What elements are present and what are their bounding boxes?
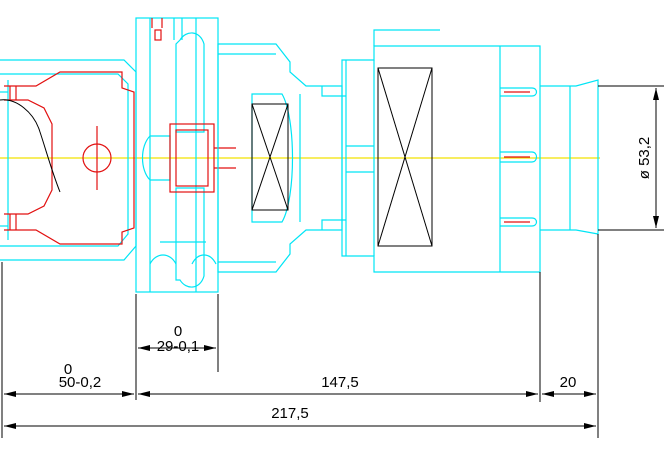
dim-diameter: ø 53,2 bbox=[636, 137, 653, 180]
nose-outline bbox=[540, 79, 599, 235]
dimension-arrows bbox=[4, 88, 659, 429]
dim-mid-length: 147,5 bbox=[321, 374, 359, 391]
clamping-section-detail bbox=[4, 71, 135, 245]
dim-total-length: 217,5 bbox=[271, 405, 309, 422]
flange-outline bbox=[135, 17, 219, 293]
dim-shank-tol: 0 bbox=[64, 361, 72, 378]
adapter-body-outline bbox=[217, 43, 346, 273]
dim-flange-tol: 0 bbox=[174, 323, 182, 340]
break-line bbox=[0, 99, 61, 193]
dim-shank-length: 50-0,2 bbox=[59, 374, 102, 391]
dimension-lines bbox=[1, 85, 664, 438]
slot-marks bbox=[504, 91, 530, 223]
bearing-cross-left bbox=[251, 103, 289, 211]
dim-flange-width: 29-0,1 bbox=[157, 338, 200, 355]
bearing-cross-right bbox=[377, 67, 433, 247]
clamping-nut-outline bbox=[341, 29, 541, 273]
dim-nose-length: 20 bbox=[560, 374, 577, 391]
